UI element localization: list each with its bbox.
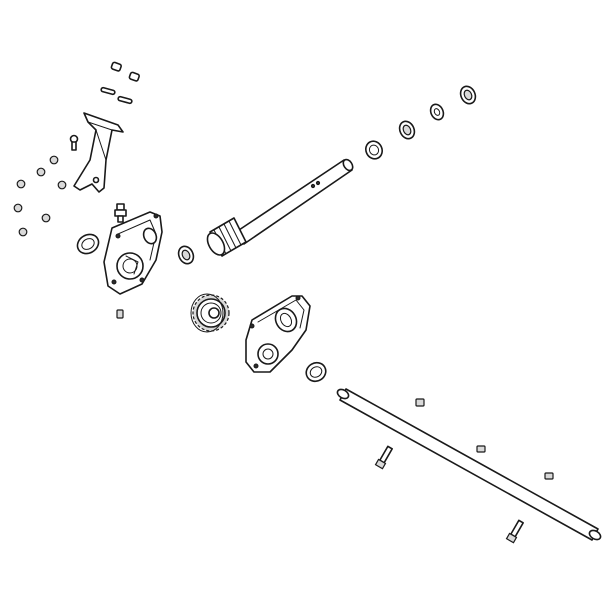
bushing: [365, 140, 383, 160]
shaft-key: [415, 398, 554, 480]
worm-gear: [190, 293, 230, 333]
grease-fitting: [114, 203, 127, 223]
set-screw: [116, 309, 124, 319]
bearing-end: [459, 85, 477, 105]
worm-shaft: [206, 158, 354, 257]
bracket: [73, 112, 124, 193]
shear-bolt: [374, 445, 524, 544]
impeller-shaft: [336, 388, 602, 541]
gear-case-half-left: [103, 211, 163, 295]
bracket-hardware: [69, 61, 140, 151]
gear-case-half-right: [245, 295, 311, 373]
bearing-left: [177, 245, 195, 265]
lock-nuts: [13, 155, 67, 237]
bearing-right: [398, 120, 416, 140]
thrust-washer-right: [305, 361, 327, 383]
thrust-washer-left: [76, 233, 100, 255]
washer: [429, 103, 445, 121]
